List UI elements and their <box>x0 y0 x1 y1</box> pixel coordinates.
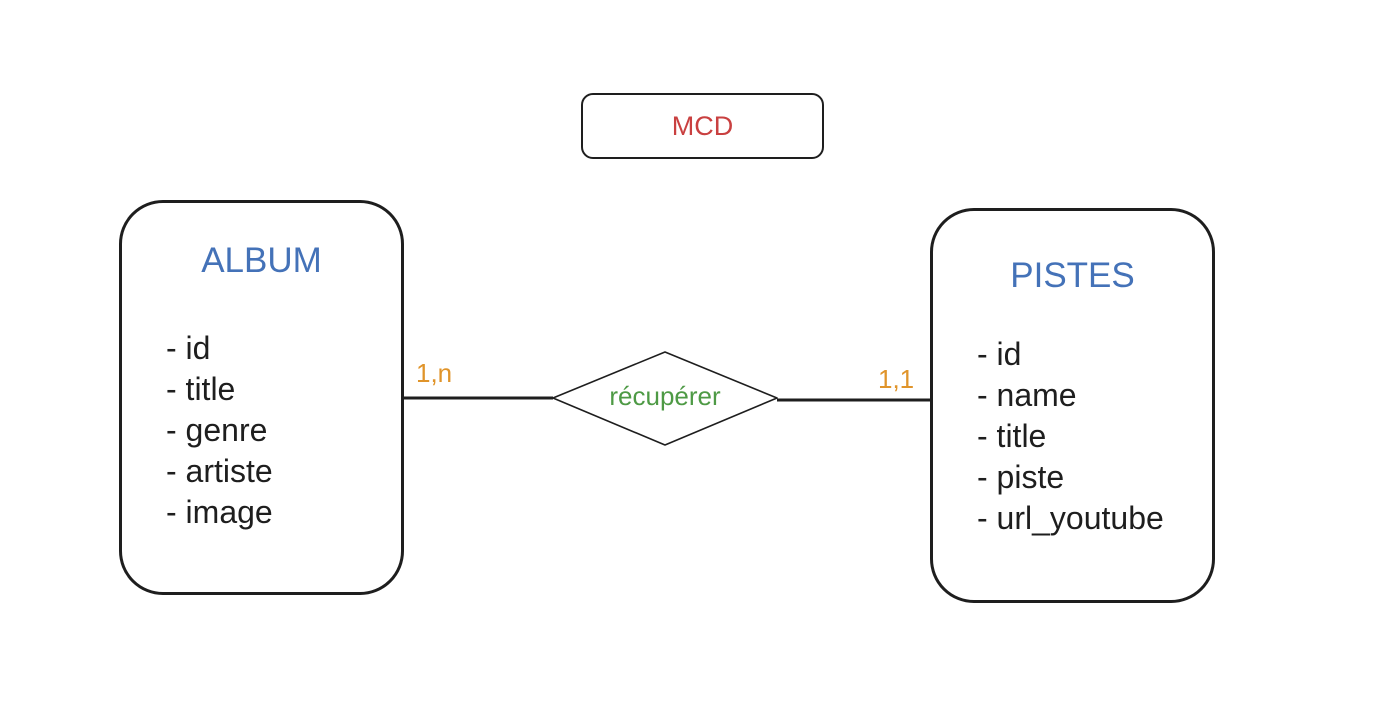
entity-pistes: PISTES id name title piste url_youtube <box>930 208 1215 603</box>
attribute-item: artiste <box>166 451 273 492</box>
attribute-item: image <box>166 492 273 533</box>
attribute-item: piste <box>977 457 1164 498</box>
attribute-list: id title genre artiste image <box>166 328 273 533</box>
entity-name: ALBUM <box>201 241 322 280</box>
diagram-title: MCD <box>671 110 734 141</box>
attribute-list: id name title piste url_youtube <box>977 334 1164 539</box>
cardinality-pistes: 1,1 <box>878 364 915 394</box>
attribute-item: genre <box>166 410 273 451</box>
attribute-item: id <box>166 328 273 369</box>
attribute-item: name <box>977 375 1164 416</box>
entity-album: ALBUM id title genre artiste image <box>119 200 404 595</box>
relation-diamond <box>552 351 778 446</box>
relation-label: récupérer <box>609 381 721 411</box>
attribute-item: id <box>977 334 1164 375</box>
attribute-item: url_youtube <box>977 498 1164 539</box>
diagram-title-box: MCD <box>581 93 824 159</box>
attribute-item: title <box>166 369 273 410</box>
entity-name: PISTES <box>1010 256 1135 295</box>
cardinality-album: 1,n <box>416 358 453 388</box>
attribute-item: title <box>977 416 1164 457</box>
